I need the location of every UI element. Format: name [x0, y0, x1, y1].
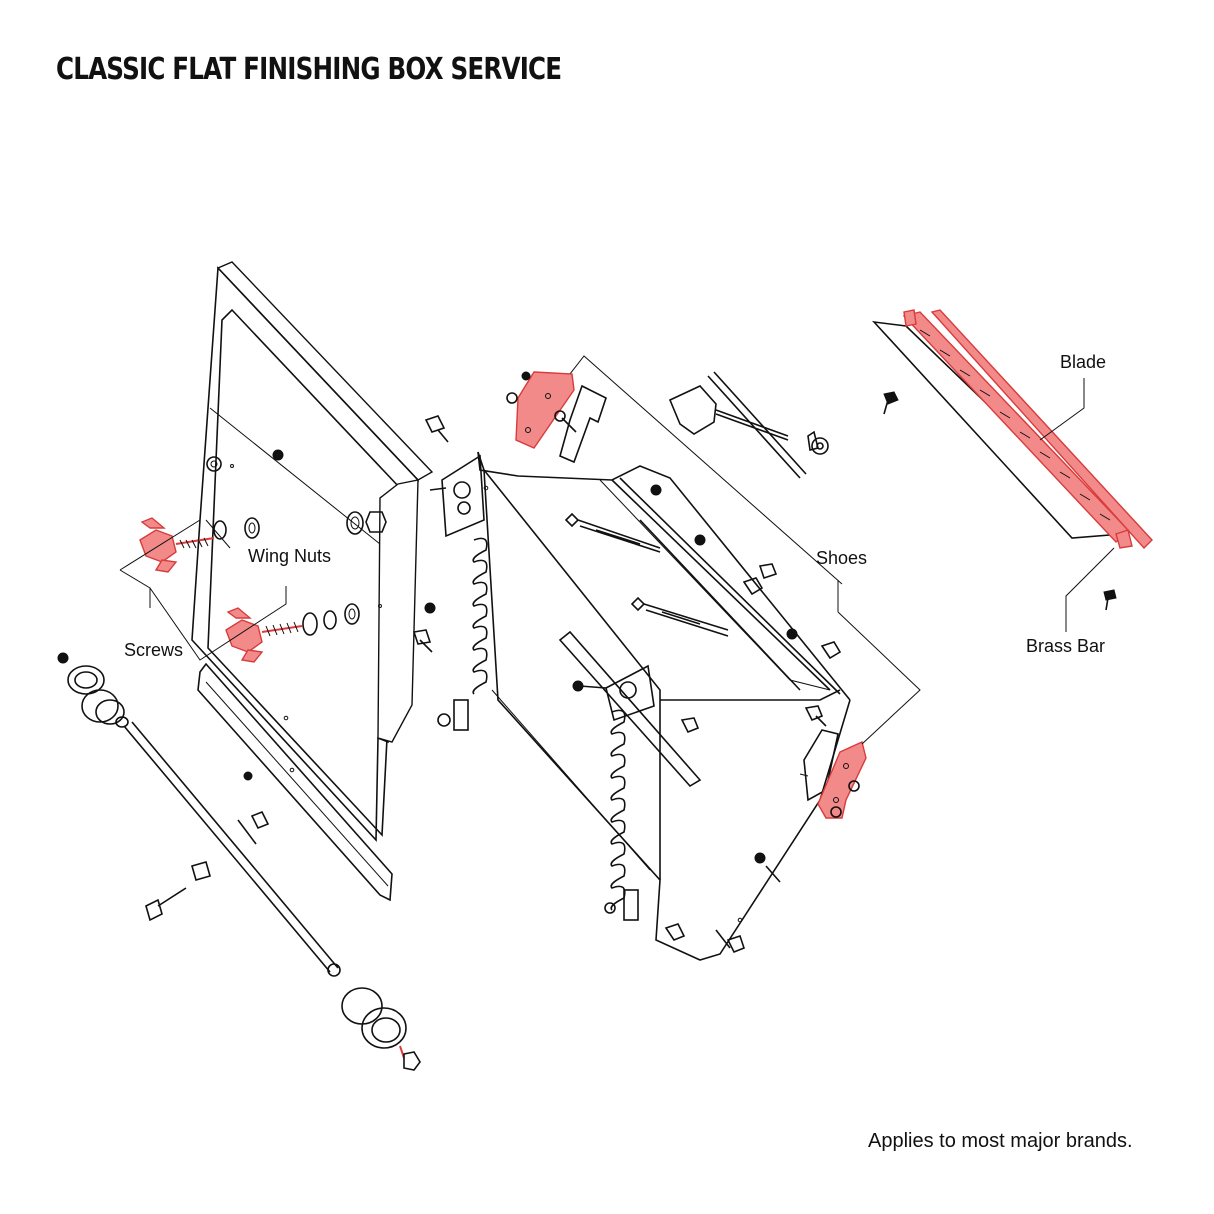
page-title: CLASSIC FLAT FINISHING BOX SERVICE [56, 52, 562, 87]
label-brass-bar: Brass Bar [1026, 636, 1106, 656]
washer-lower [302, 603, 360, 636]
box-rods [564, 484, 842, 954]
washer-upper [213, 511, 387, 540]
box-body [477, 451, 851, 961]
label-blade: Blade [1060, 352, 1107, 372]
spring-left [441, 454, 488, 731]
blade-leaders [1039, 378, 1115, 632]
bottom-shoe [799, 729, 867, 819]
shoes-leader [837, 580, 921, 745]
wing-nut-upper [139, 517, 215, 573]
spring-right [572, 664, 655, 921]
label-screws: Screws [124, 640, 184, 660]
lid-frame [191, 261, 434, 843]
handle-bracket [668, 371, 829, 479]
label-wing-nuts: Wing Nuts [248, 546, 332, 566]
lid-lower-strip [197, 662, 393, 902]
footer-note: Applies to most major brands. [868, 1130, 1133, 1152]
top-shoe-bracket [506, 355, 843, 585]
label-shoes: Shoes [816, 548, 868, 568]
brass-bar [902, 309, 1153, 550]
wing-nut-lower [225, 607, 303, 663]
rod-assembly [57, 652, 421, 1071]
leader-lines-left [119, 519, 287, 661]
small-parts [145, 771, 270, 922]
